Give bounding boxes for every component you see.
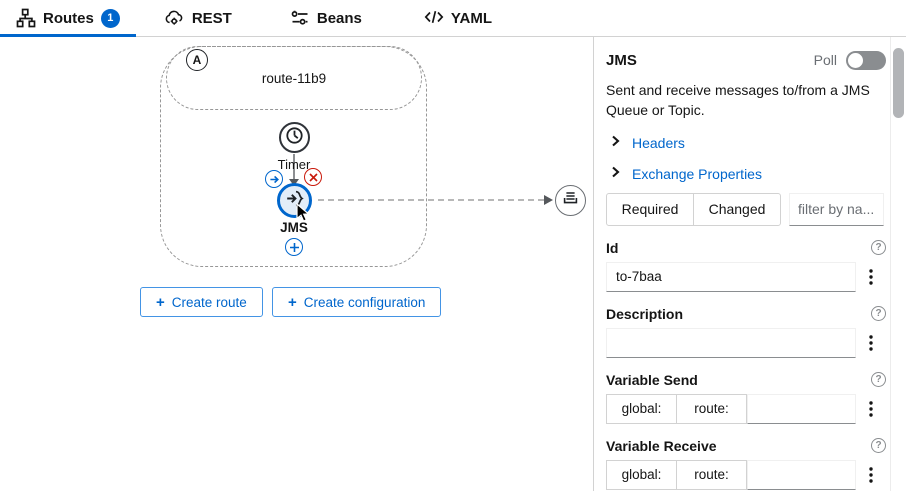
help-icon[interactable]: ? [871,372,886,388]
help-icon[interactable]: ? [871,240,886,256]
delete-step-icon[interactable] [304,168,322,186]
tab-label: YAML [450,9,493,27]
exchange-properties-section-toggle[interactable]: Exchange Properties [606,159,886,190]
variable-send-input[interactable] [747,393,856,424]
create-route-label: Create route [171,294,247,310]
global-prefix-button[interactable]: global: [606,393,677,424]
variable-receive-input[interactable] [747,459,856,490]
drag-preview-edge [318,199,544,201]
poll-toggle[interactable] [846,50,886,70]
panel-title: JMS [606,51,637,69]
description-input[interactable] [606,327,856,358]
kebab-menu-icon[interactable] [856,327,886,358]
kebab-menu-icon[interactable] [856,393,886,424]
field-variable-send: Variable Send ? global: route: [606,371,886,424]
timer-node[interactable] [279,122,310,153]
tab-rest[interactable]: REST [148,0,248,36]
timer-to-jms-edge [293,154,295,181]
panel-header: JMS Poll [606,49,886,71]
tab-label: REST [191,9,232,27]
kebab-menu-icon[interactable] [856,261,886,292]
chevron-right-icon [610,165,621,183]
help-icon[interactable]: ? [871,306,886,322]
tab-label: Routes [43,9,94,27]
route-name-label: route-11b9 [261,70,327,86]
timer-node-label: Timer [277,157,311,172]
drag-edge-arrowhead-icon [544,195,553,205]
tab-beans[interactable]: Beans [274,0,378,36]
field-label: Id [606,239,619,256]
endpoint-arrow-icon [285,189,304,213]
routes-icon [16,8,36,28]
field-description: Description ? [606,305,886,358]
tab-yaml[interactable]: YAML [408,0,508,36]
field-label: Variable Receive [606,437,717,454]
toggle-knob [848,52,863,68]
chevron-right-icon [610,134,621,152]
jms-node-label: JMS [280,220,308,235]
filter-required-button[interactable]: Required [606,192,694,226]
create-configuration-button[interactable]: + Create configuration [272,287,442,317]
headers-section-label: Headers [632,135,685,152]
id-input[interactable] [606,261,856,292]
plus-icon: + [288,293,297,311]
create-route-button[interactable]: + Create route [140,287,263,317]
properties-panel: JMS Poll Sent and receive messages to/fr… [593,37,890,491]
field-variable-receive: Variable Receive ? global: route: [606,437,886,490]
add-step-icon[interactable] [285,238,303,256]
kebab-menu-icon[interactable] [856,459,886,490]
field-label: Variable Send [606,371,698,388]
routes-count-badge: 1 [100,8,120,28]
filter-controls: Required Changed [606,192,886,226]
edge-arrowhead-icon [289,179,299,186]
route-canvas: route-11b9 A Timer JMS [0,37,593,491]
tab-label: Beans [316,9,362,27]
tab-routes[interactable]: Routes 1 [0,0,136,37]
insert-step-icon[interactable] [265,170,283,188]
field-id: Id ? [606,239,886,292]
filter-by-name-input[interactable] [789,192,884,226]
route-prefix-button[interactable]: route: [676,459,747,490]
yaml-code-icon [424,8,444,28]
rest-cloud-icon [164,8,185,28]
poll-label: Poll [813,52,837,68]
field-label: Description [606,305,684,322]
expandable-sections: Headers Exchange Properties [606,128,886,190]
mouse-cursor-icon [296,202,313,228]
log-icon [561,189,580,213]
route-prefix-button[interactable]: route: [676,393,747,424]
help-icon[interactable]: ? [871,438,886,454]
headers-section-toggle[interactable]: Headers [606,128,886,159]
create-configuration-label: Create configuration [303,294,426,310]
ghost-log-node[interactable] [555,185,586,216]
global-prefix-button[interactable]: global: [606,459,677,490]
plus-icon: + [156,293,165,311]
top-tab-bar: Routes 1 REST Beans [0,0,906,37]
beans-sliders-icon [290,8,310,28]
exchange-properties-section-label: Exchange Properties [632,166,762,183]
panel-scrollbar-track[interactable] [890,37,906,491]
clock-icon [284,125,305,151]
component-description: Sent and receive messages to/from a JMS … [606,82,870,119]
panel-scrollbar-thumb[interactable] [893,48,904,118]
route-header[interactable]: route-11b9 [166,46,422,110]
route-auto-start-badge: A [186,49,208,71]
filter-changed-button[interactable]: Changed [693,192,781,226]
